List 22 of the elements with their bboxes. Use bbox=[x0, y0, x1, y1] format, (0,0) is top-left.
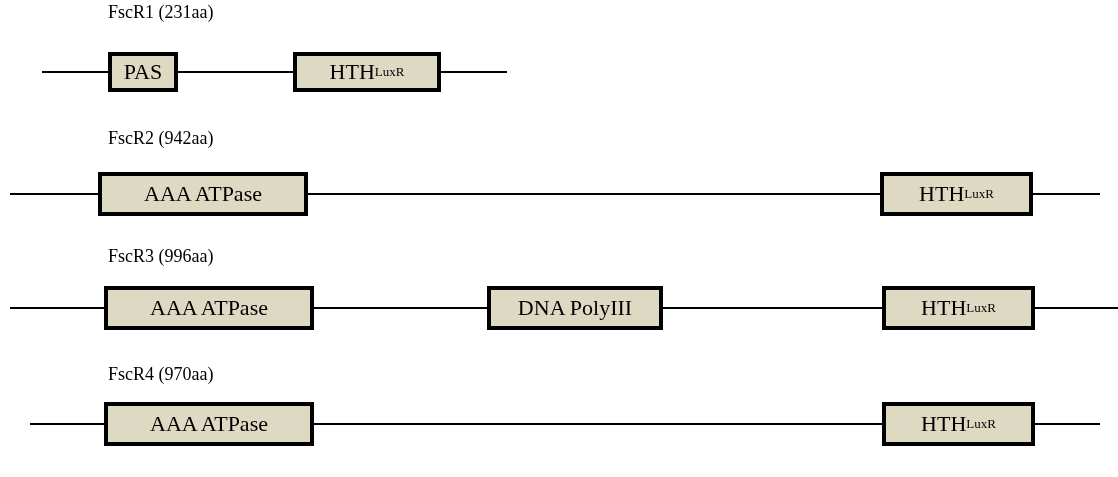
domain-box: AAA ATPase bbox=[104, 402, 314, 446]
backbone-line bbox=[29, 423, 105, 425]
backbone-line bbox=[9, 193, 99, 195]
domain-box: AAA ATPase bbox=[98, 172, 308, 216]
domain-box: DNA PolyIII bbox=[487, 286, 663, 330]
domain-box: AAA ATPase bbox=[104, 286, 314, 330]
protein-name: FscR1 (231aa) bbox=[108, 2, 214, 23]
backbone-line bbox=[41, 71, 109, 73]
backbone-line bbox=[307, 193, 881, 195]
backbone-line bbox=[313, 423, 883, 425]
backbone-line bbox=[9, 307, 105, 309]
protein-name: FscR3 (996aa) bbox=[108, 246, 214, 267]
protein-name: FscR2 (942aa) bbox=[108, 128, 214, 149]
backbone-line bbox=[662, 307, 883, 309]
backbone-line bbox=[177, 71, 294, 73]
backbone-line bbox=[1034, 423, 1101, 425]
backbone-line bbox=[1034, 307, 1118, 309]
domain-box: PAS bbox=[108, 52, 178, 92]
backbone-line bbox=[440, 71, 508, 73]
protein-name: FscR4 (970aa) bbox=[108, 364, 214, 385]
backbone-line bbox=[313, 307, 488, 309]
backbone-line bbox=[1032, 193, 1101, 195]
